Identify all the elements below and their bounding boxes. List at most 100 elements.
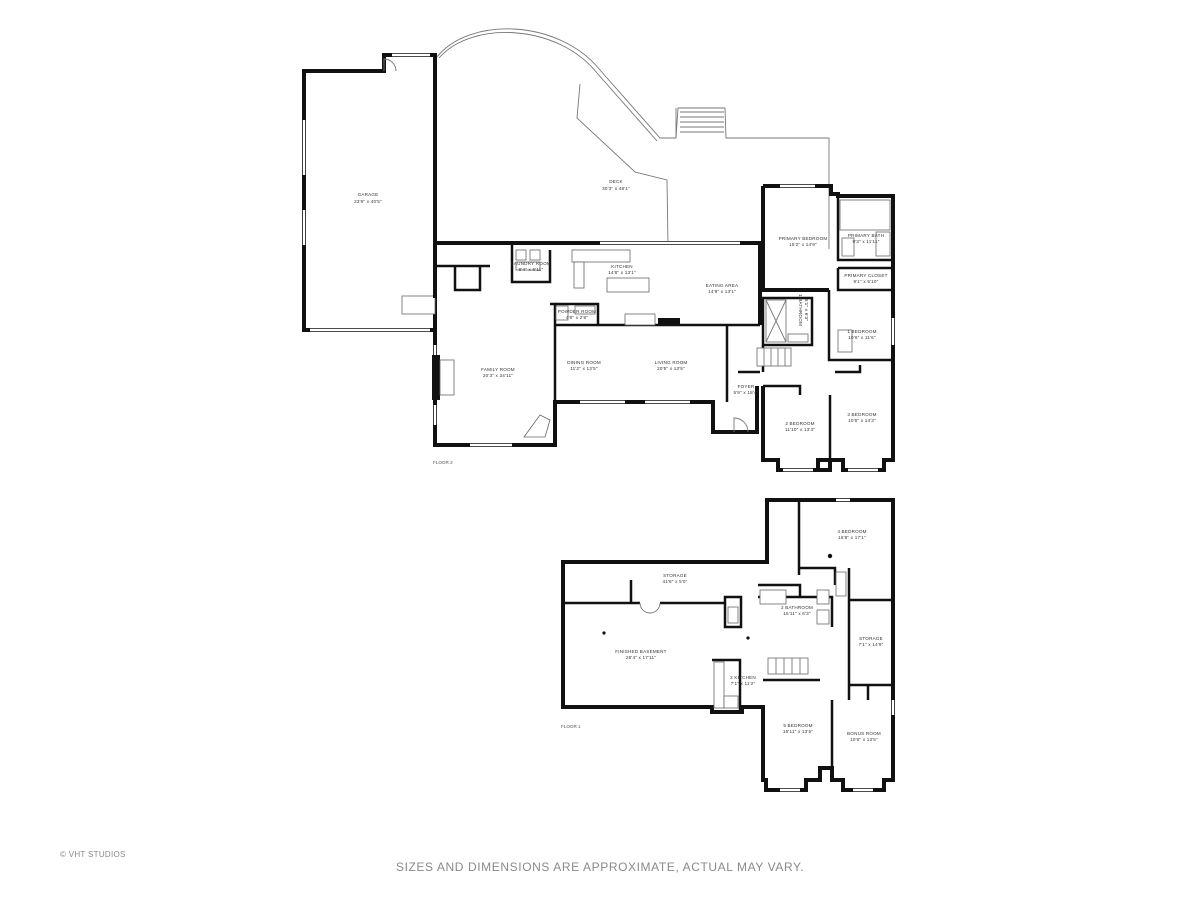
garage-step [401, 295, 436, 315]
photographer-credit: © VHT STUDIOS [60, 850, 126, 859]
room-dims: 10'6" x 14'3" [848, 418, 876, 423]
living-room-console [624, 313, 656, 326]
support-post [827, 553, 833, 559]
garage-door-swing [383, 58, 397, 72]
garage-walls [302, 53, 437, 332]
vanity [816, 609, 830, 625]
kitchen-counter [571, 249, 631, 263]
double-door-swing [639, 602, 661, 614]
floor-1-exterior-walls [561, 498, 895, 792]
laundry-counter [515, 261, 541, 271]
room-dims: 10'6" x 11'6" [848, 335, 876, 340]
room-name: KITCHEN [611, 264, 633, 269]
room-name: 2 BEDROOM [785, 421, 814, 426]
room-dims: 14'9" x 13'1" [708, 289, 736, 294]
room-dims: 11'10" x 13'3" [785, 427, 815, 432]
room-name: STORAGE [663, 573, 687, 578]
room-dims: 10'6" x 13'5" [850, 737, 878, 742]
front-door-swing [733, 417, 749, 433]
room-dims: 15'2" x 14'9" [789, 242, 817, 247]
room-dims: 9'3" x 11'11" [852, 239, 879, 244]
room-name: BONUS ROOM [847, 731, 881, 736]
room-labels-floor-1: 4 BEDROOM 16'8" x 17'1" STORAGE 41'8" x … [561, 529, 883, 742]
kitchen-island [606, 277, 650, 293]
fireplace [432, 355, 440, 400]
room-dims: 7'1" x 14'9" [858, 642, 883, 647]
support-post [602, 631, 606, 635]
room-name: DECK [609, 179, 623, 184]
room-name: POWDER ROOM [558, 309, 596, 314]
room-dims: 5'1" x 6'3" [804, 299, 809, 321]
primary-vanity [875, 231, 891, 257]
room-dims: 16'8" x 17'1" [838, 535, 866, 540]
room-name: GARAGE [358, 192, 379, 197]
disclaimer: SIZES AND DIMENSIONS ARE APPROXIMATE, AC… [395, 860, 805, 874]
bathtub [759, 589, 787, 605]
room-name: 3 BEDROOM [847, 412, 876, 417]
room-dims: 7'1" x 11'2" [731, 681, 756, 686]
shower-stall [727, 606, 739, 624]
fixtures-floor-1 [602, 553, 847, 709]
room-dims: 15'11" x 13'5" [783, 729, 813, 734]
fireplace-hearth [439, 359, 455, 396]
room-name: PRIMARY CLOSET [844, 273, 887, 278]
dryer [529, 249, 541, 261]
basement-stairs [767, 657, 809, 675]
room-name: 5 BEDROOM [783, 723, 812, 728]
room-dims: 20'3" x 34'11" [483, 373, 513, 378]
room-dims: 4'8" x 2'8" [566, 315, 588, 320]
deck-stairs [680, 111, 724, 133]
room-dims: 30'3" x 48'1" [602, 186, 630, 191]
kitchen-counter [713, 661, 725, 709]
primary-bathtub [839, 199, 891, 231]
room-dims: 41'8" x 5'0" [662, 579, 687, 584]
room-name: 1 BATHROOM [798, 294, 803, 326]
room-name: STORAGE [859, 636, 883, 641]
room-name: LIVING ROOM [655, 360, 688, 365]
interior-walls-floor-1 [563, 500, 893, 768]
room-dims: 20'5" x 13'5" [657, 366, 685, 371]
room-name: EATING AREA [706, 283, 739, 288]
room-dims: 5'9" x 18'4" [733, 390, 758, 395]
kitchen-counter-side [573, 261, 585, 289]
bedroom-closet [837, 329, 853, 353]
room-name: 2 BATHROOM [781, 605, 813, 610]
room-dims: 8'4" x 6'11" [519, 267, 544, 272]
bath-vanity [787, 333, 809, 343]
floor-label: FLOOR 1 [561, 724, 581, 729]
toilet [816, 589, 830, 605]
corner-cabinet [523, 414, 551, 438]
house-exterior-walls [433, 184, 895, 472]
floor-label: FLOOR 2 [433, 460, 453, 465]
room-name: 4 BEDROOM [837, 529, 866, 534]
room-name: LAUNDRY ROOM [511, 261, 551, 266]
deck-outline [435, 28, 830, 249]
fixtures-floor-2 [383, 58, 891, 438]
washer [515, 249, 527, 261]
room-dims: 23'6" x 40'5" [354, 199, 382, 204]
closet [835, 571, 847, 597]
floor-2-plan: GARAGE 23'6" x 40'5" DECK 30'3" x 48'1" … [302, 28, 895, 472]
room-name: 1 BEDROOM [847, 329, 876, 334]
room-name: FOYER [738, 384, 755, 389]
room-dims: 15'11" x 6'3" [783, 611, 811, 616]
room-name: 2 KITCHEN [730, 675, 756, 680]
room-name: PRIMARY BATH [848, 233, 884, 238]
interior-stairs [756, 347, 792, 367]
powder-room-toilet [555, 305, 569, 321]
room-name: FINISHED BASEMENT [615, 649, 666, 654]
support-post [746, 636, 750, 640]
powder-room-sink [574, 305, 596, 315]
stove [723, 695, 739, 709]
room-dims: 28'4" x 17'11" [626, 655, 656, 660]
room-dims: 14'8" x 13'1" [608, 270, 636, 275]
room-name: DINING ROOM [567, 360, 601, 365]
room-dims: 9'1" x 5'10" [853, 279, 878, 284]
room-name: PRIMARY BEDROOM [779, 236, 828, 241]
room-name: FAMILY ROOM [481, 367, 515, 372]
room-labels-floor-2: GARAGE 23'6" x 40'5" DECK 30'3" x 48'1" … [354, 179, 887, 465]
room-dims: 11'2" x 13'5" [570, 366, 598, 371]
floor-1-plan: 4 BEDROOM 16'8" x 17'1" STORAGE 41'8" x … [561, 498, 895, 792]
tv-unit [658, 318, 680, 325]
